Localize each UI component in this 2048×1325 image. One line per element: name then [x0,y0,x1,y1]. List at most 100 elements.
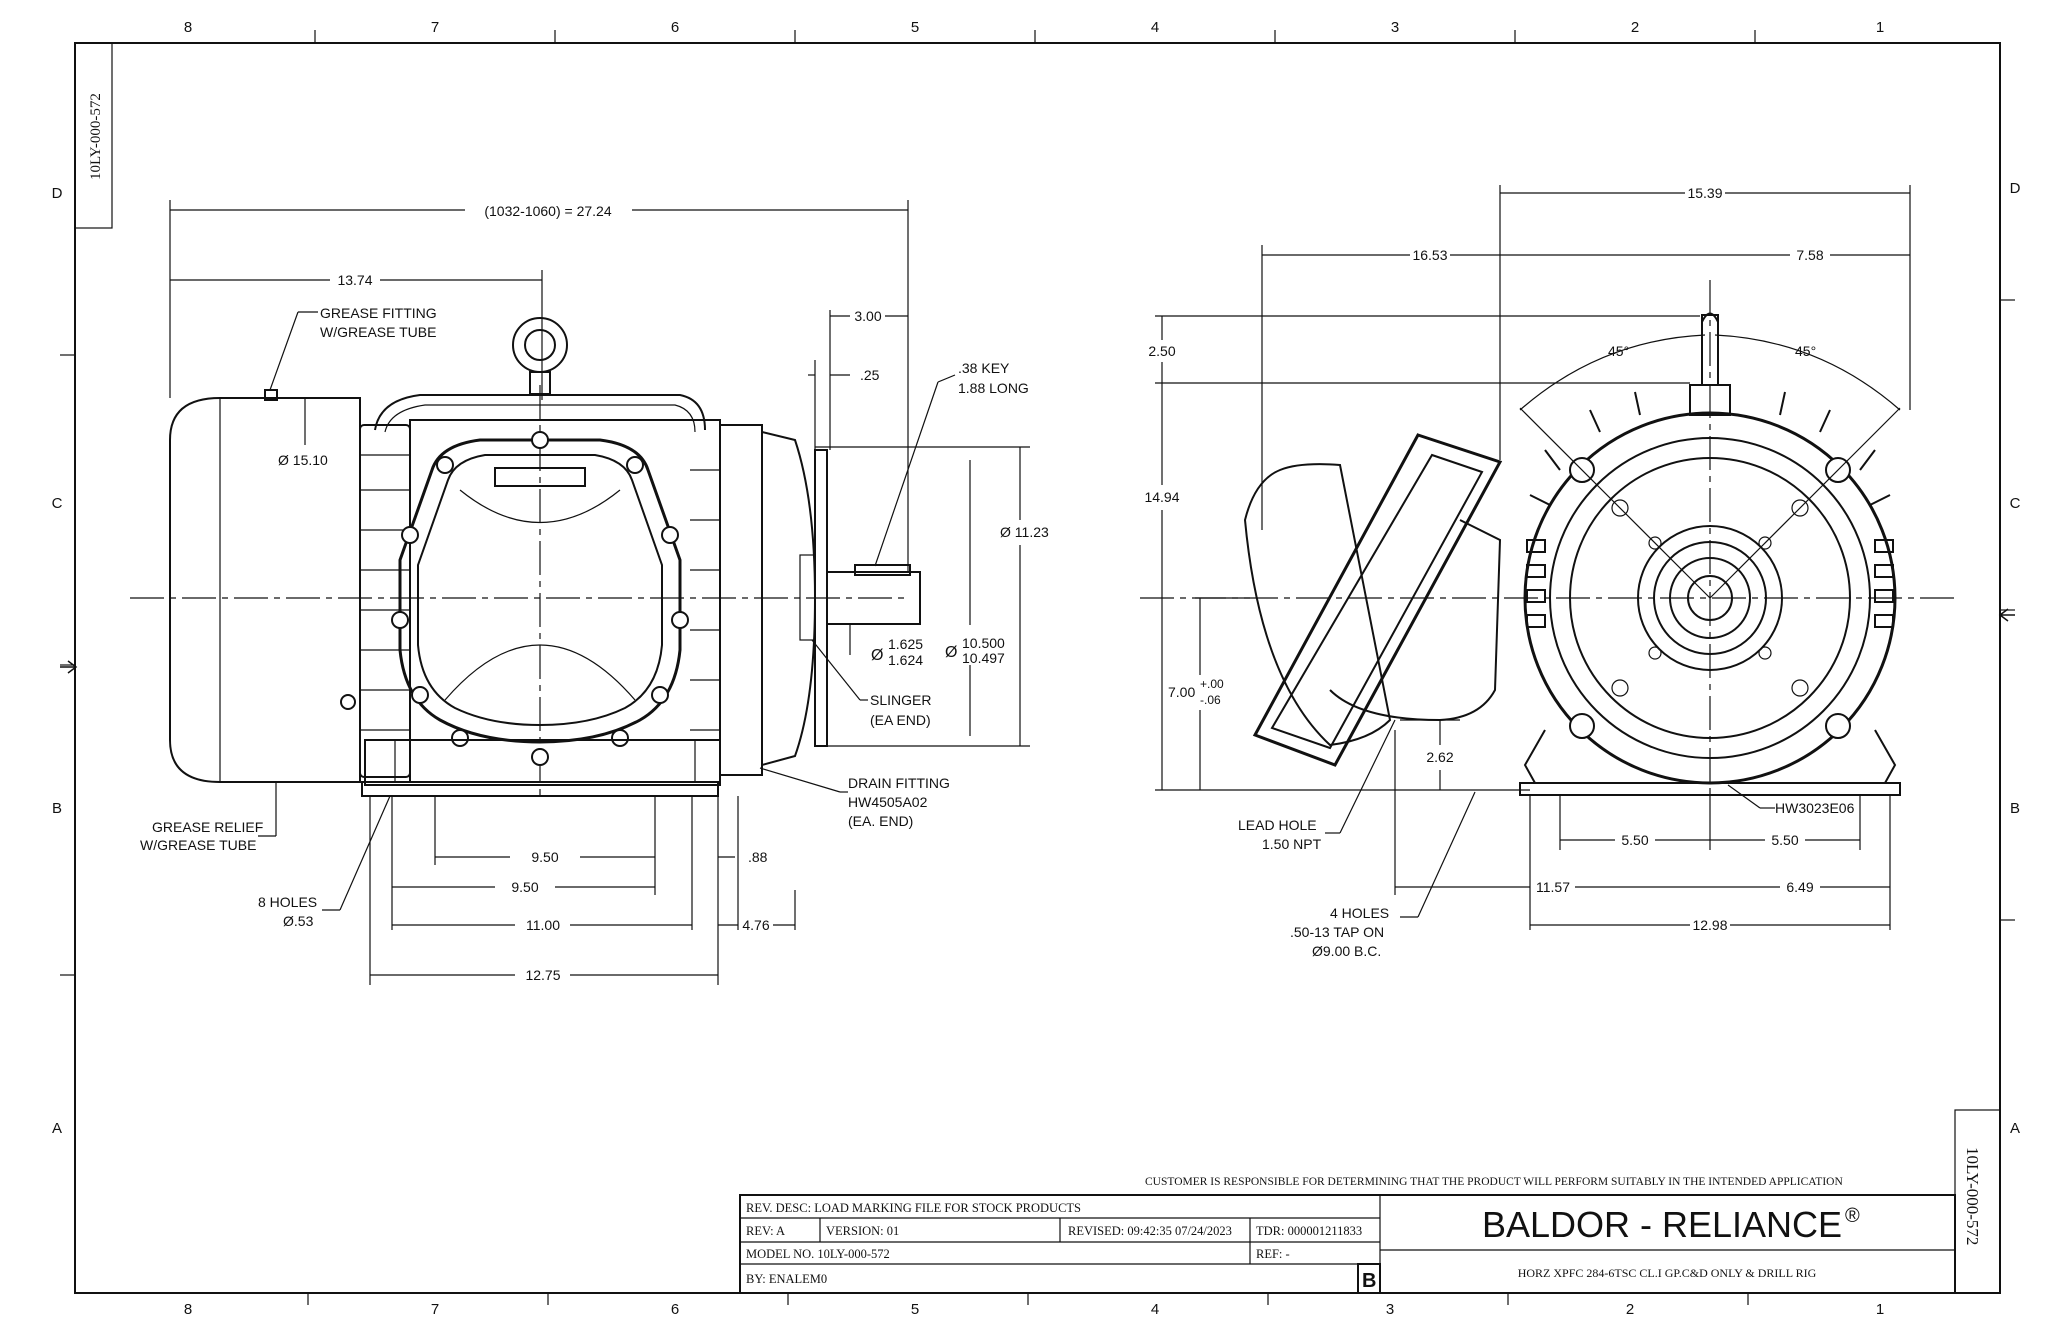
hardware-part-label: HW3023E06 [1775,800,1855,816]
dim-11-57: 11.57 [1536,879,1570,895]
zone-label: C [52,495,63,512]
zone-label: 6 [671,1301,679,1318]
dim-2-50: 2.50 [1148,343,1175,359]
dim-overall-length: (1032-1060) = 27.24 [484,203,611,219]
zone-label: 1 [1876,1301,1884,1318]
dim-13-74: 13.74 [337,272,372,288]
dim-7-00: 7.00 [1168,684,1195,700]
dim-0-25: .25 [860,367,880,383]
top-zone-ruler: 8 7 6 5 4 3 2 1 [184,19,1884,43]
brand-name: BALDOR - RELIANCE [1482,1204,1842,1245]
dim-3-00: 3.00 [854,308,881,324]
product-description: HORZ XPFC 284-6TSC CL.I GP.C&D ONLY & DR… [1518,1266,1817,1280]
tdr-number: TDR: 000001211833 [1256,1224,1362,1238]
tap-holes-count: 4 HOLES [1330,905,1389,921]
zone-label: 8 [184,1301,192,1318]
sheet-border [74,42,2001,1294]
zone-label: D [52,185,63,202]
cover-bolts [391,431,689,766]
key-length-label: 1.88 LONG [958,380,1029,396]
motor-end-view [1140,280,1960,800]
zone-label: 4 [1151,19,1159,36]
grease-fitting-label: GREASE FITTING [320,305,437,321]
dim-7-58: 7.58 [1796,247,1823,263]
slinger-note: (EA END) [870,712,931,728]
cooling-fins [1526,391,1894,628]
grease-relief-label: GREASE RELIEF [152,819,263,835]
dim-dia-11-23: Ø 11.23 [1000,524,1049,540]
holes-dia-label: Ø.53 [283,913,314,929]
zone-label: 5 [911,1301,919,1318]
dim-9-50-b: 9.50 [511,879,538,895]
label-text: 10LY-000-572 [1963,1147,1982,1245]
zone-label: C [2010,495,2021,512]
zone-label: 3 [1391,19,1399,36]
zone-label: D [2010,180,2021,197]
zone-label: 7 [431,1301,439,1318]
lead-hole-label: LEAD HOLE [1238,817,1317,833]
shaft-dia-symbol: Ø [871,647,883,664]
rev-description: REV. DESC: LOAD MARKING FILE FOR STOCK P… [746,1201,1081,1215]
angle-right: 45° [1795,343,1816,359]
zone-label: A [2010,1120,2020,1137]
tap-holes-bolt-circle: Ø9.00 B.C. [1312,943,1381,959]
sheet-size: B [1362,1270,1376,1292]
zone-label: 2 [1631,19,1639,36]
revised-date: REVISED: 09:42:35 07/24/2023 [1068,1224,1232,1238]
brand-registered-mark: ® [1845,1205,1860,1227]
disclaimer: CUSTOMER IS RESPONSIBLE FOR DETERMINING … [1145,1176,1843,1188]
zone-label: B [52,800,62,817]
zone-label: 8 [184,19,192,36]
holes-count-label: 8 HOLES [258,894,317,910]
motor-side-view [130,317,921,800]
dim-14-94: 14.94 [1144,489,1179,505]
bottom-zone-ruler: 8 7 6 5 4 3 2 1 [184,1293,1884,1318]
label-text: 10LY-000-572 [88,93,104,180]
drain-fitting-note: (EA. END) [848,813,913,829]
lead-hole-size: 1.50 NPT [1262,836,1322,852]
zone-label: A [52,1120,62,1137]
dim-0-88: .88 [748,849,768,865]
model-number: MODEL NO. 10LY-000-572 [746,1247,890,1261]
reference: REF: - [1256,1247,1290,1261]
version: VERSION: 01 [826,1224,899,1238]
dim-7-00-tol-upper: +.00 [1200,677,1224,691]
drawn-by: BY: ENALEM0 [746,1272,827,1286]
slinger-label: SLINGER [870,692,931,708]
dim-pilot-min: 10.497 [962,650,1005,666]
grease-fitting-tube-label: W/GREASE TUBE [320,324,436,340]
drain-fitting-part: HW4505A02 [848,794,928,810]
dim-12-98: 12.98 [1692,917,1727,933]
dim-pilot-max: 10.500 [962,635,1005,651]
dim-shaft-min: 1.624 [888,652,923,668]
zone-label: 3 [1386,1301,1394,1318]
dim-5-50-left: 5.50 [1621,832,1648,848]
zone-label: 5 [911,19,919,36]
id-stamp-top: 10LY-000-572 [74,42,113,229]
dim-2-62: 2.62 [1426,749,1453,765]
revision: REV: A [746,1224,785,1238]
dim-dia-15-10: Ø 15.10 [278,452,328,468]
zone-label: 4 [1151,1301,1159,1318]
dim-4-76: 4.76 [742,917,769,933]
id-stamp-bottom: 10LY-000-572 [1954,1109,2001,1294]
dim-6-49: 6.49 [1786,879,1813,895]
end-view-dimensions: 15.39 16.53 7.58 45° 45° 2.50 14.94 7.00… [1144,185,1911,959]
dim-5-50-right: 5.50 [1771,832,1798,848]
dim-7-00-tol-lower: -.06 [1200,693,1221,707]
dim-shaft-max: 1.625 [888,636,923,652]
side-view-dimensions: (1032-1060) = 27.24 13.74 3.00 .25 .38 K… [140,200,1049,985]
dim-16-53: 16.53 [1412,247,1447,263]
zone-label: 6 [671,19,679,36]
zone-label: 7 [431,19,439,36]
zone-label: 1 [1876,19,1884,36]
key-label: .38 KEY [958,360,1010,376]
tap-holes-thread: .50-13 TAP ON [1290,924,1384,940]
pilot-dia-symbol: Ø [945,644,957,661]
dim-9-50-a: 9.50 [531,849,558,865]
dim-15-39: 15.39 [1687,185,1722,201]
grease-relief-tube-label: W/GREASE TUBE [140,837,256,853]
title-block: CUSTOMER IS RESPONSIBLE FOR DETERMINING … [739,1176,1956,1294]
dim-12-75: 12.75 [525,967,560,983]
